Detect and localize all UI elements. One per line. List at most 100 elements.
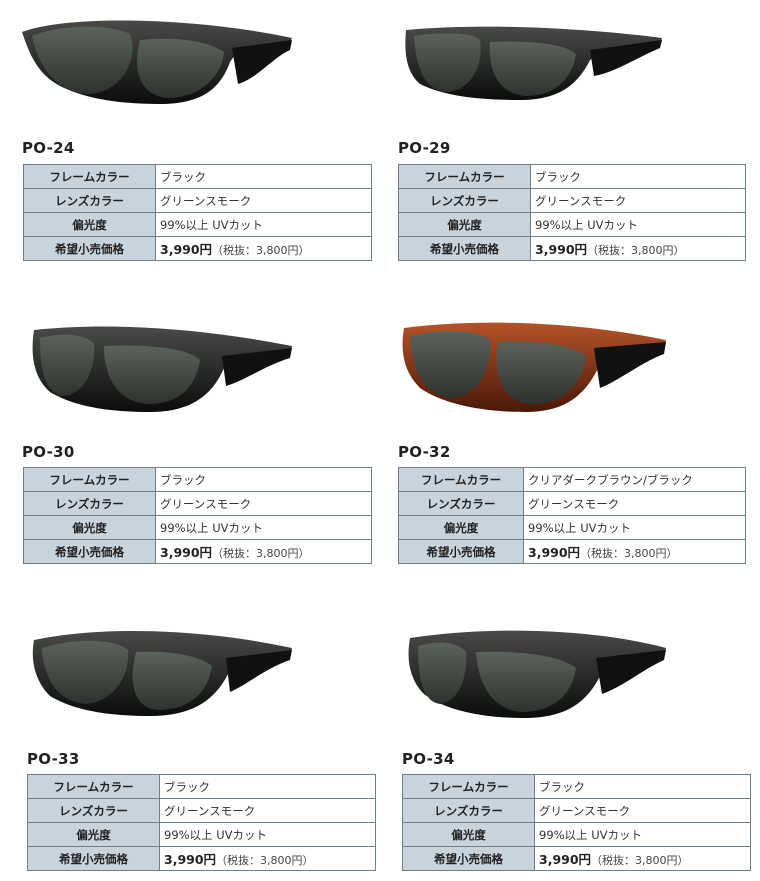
lens-color-label: レンズカラー	[398, 491, 524, 516]
lens-color-value: グリーンスモーク	[155, 491, 372, 516]
price-label: 希望小売価格	[23, 539, 156, 564]
polarization-value: 99%以上 UVカット	[523, 515, 746, 540]
table-row: レンズカラーグリーンスモーク	[398, 491, 746, 516]
lens-color-label: レンズカラー	[23, 188, 156, 213]
price-label: 希望小売価格	[27, 846, 160, 871]
table-row: レンズカラーグリーンスモーク	[398, 188, 746, 213]
product-code: PO-29	[398, 139, 451, 157]
frame-color-label: フレームカラー	[23, 467, 156, 492]
lens-color-value: グリーンスモーク	[534, 798, 751, 823]
polarization-label: 偏光度	[23, 212, 156, 237]
price-amount: 3,990円	[164, 852, 217, 867]
price-value: 3,990円（税抜：3,800円）	[523, 539, 746, 564]
lens-color-label: レンズカラー	[402, 798, 535, 823]
price-value: 3,990円（税抜：3,800円）	[155, 539, 372, 564]
frame-color-value: ブラック	[534, 774, 751, 799]
price-tax-note: （税抜：3,800円）	[591, 854, 689, 867]
frame-color-value: クリアダークブラウン/ブラック	[523, 467, 746, 492]
sunglasses-image-po-32	[402, 322, 666, 412]
lens-color-label: レンズカラー	[23, 491, 156, 516]
price-value: 3,990円（税抜：3,800円）	[530, 236, 746, 261]
price-amount: 3,990円	[160, 242, 213, 257]
price-amount: 3,990円	[528, 545, 581, 560]
table-row: レンズカラーグリーンスモーク	[27, 798, 376, 823]
lens-color-label: レンズカラー	[398, 188, 531, 213]
spec-table: フレームカラークリアダークブラウン/ブラック レンズカラーグリーンスモーク 偏光…	[398, 467, 746, 564]
price-tax-note: （税抜：3,800円）	[212, 547, 310, 560]
frame-color-label: フレームカラー	[398, 164, 531, 189]
frame-color-label: フレームカラー	[27, 774, 160, 799]
polarization-value: 99%以上 UVカット	[155, 212, 372, 237]
frame-color-label: フレームカラー	[23, 164, 156, 189]
price-value: 3,990円（税抜：3,800円）	[534, 846, 751, 871]
table-row: レンズカラーグリーンスモーク	[23, 491, 372, 516]
table-row: フレームカラーブラック	[402, 774, 751, 799]
frame-color-value: ブラック	[159, 774, 376, 799]
polarization-label: 偏光度	[402, 822, 535, 847]
table-row: レンズカラーグリーンスモーク	[402, 798, 751, 823]
lens-color-value: グリーンスモーク	[530, 188, 746, 213]
lens-color-value: グリーンスモーク	[523, 491, 746, 516]
product-code: PO-24	[22, 139, 75, 157]
sunglasses-image-po-30	[32, 326, 292, 412]
frame-color-label: フレームカラー	[398, 467, 524, 492]
table-row: フレームカラーブラック	[398, 164, 746, 189]
product-card-po-32: PO-32 フレームカラークリアダークブラウン/ブラック レンズカラーグリーンス…	[380, 300, 760, 590]
price-label: 希望小売価格	[398, 539, 524, 564]
lens-color-value: グリーンスモーク	[159, 798, 376, 823]
sunglasses-image-po-29	[405, 26, 662, 100]
polarization-value: 99%以上 UVカット	[530, 212, 746, 237]
product-code: PO-33	[27, 750, 80, 768]
polarization-label: 偏光度	[398, 212, 531, 237]
lens-color-label: レンズカラー	[27, 798, 160, 823]
price-tax-note: （税抜：3,800円）	[216, 854, 314, 867]
polarization-value: 99%以上 UVカット	[534, 822, 751, 847]
price-tax-note: （税抜：3,800円）	[587, 244, 685, 257]
sunglasses-image-po-34	[408, 630, 666, 718]
price-label: 希望小売価格	[23, 236, 156, 261]
table-row: フレームカラーブラック	[27, 774, 376, 799]
table-row: レンズカラーグリーンスモーク	[23, 188, 372, 213]
price-value: 3,990円（税抜：3,800円）	[159, 846, 376, 871]
product-code: PO-30	[22, 443, 75, 461]
price-amount: 3,990円	[535, 242, 588, 257]
polarization-label: 偏光度	[27, 822, 160, 847]
polarization-value: 99%以上 UVカット	[159, 822, 376, 847]
sunglasses-image-po-24	[22, 20, 292, 104]
frame-color-value: ブラック	[155, 467, 372, 492]
polarization-label: 偏光度	[398, 515, 524, 540]
price-amount: 3,990円	[160, 545, 213, 560]
product-code: PO-32	[398, 443, 451, 461]
table-row: フレームカラーブラック	[23, 164, 372, 189]
sunglasses-image-po-33	[32, 630, 292, 716]
polarization-label: 偏光度	[23, 515, 156, 540]
price-amount: 3,990円	[539, 852, 592, 867]
price-label: 希望小売価格	[402, 846, 535, 871]
frame-color-value: ブラック	[530, 164, 746, 189]
price-value: 3,990円（税抜：3,800円）	[155, 236, 372, 261]
table-row: フレームカラークリアダークブラウン/ブラック	[398, 467, 746, 492]
price-label: 希望小売価格	[398, 236, 531, 261]
frame-color-label: フレームカラー	[402, 774, 535, 799]
